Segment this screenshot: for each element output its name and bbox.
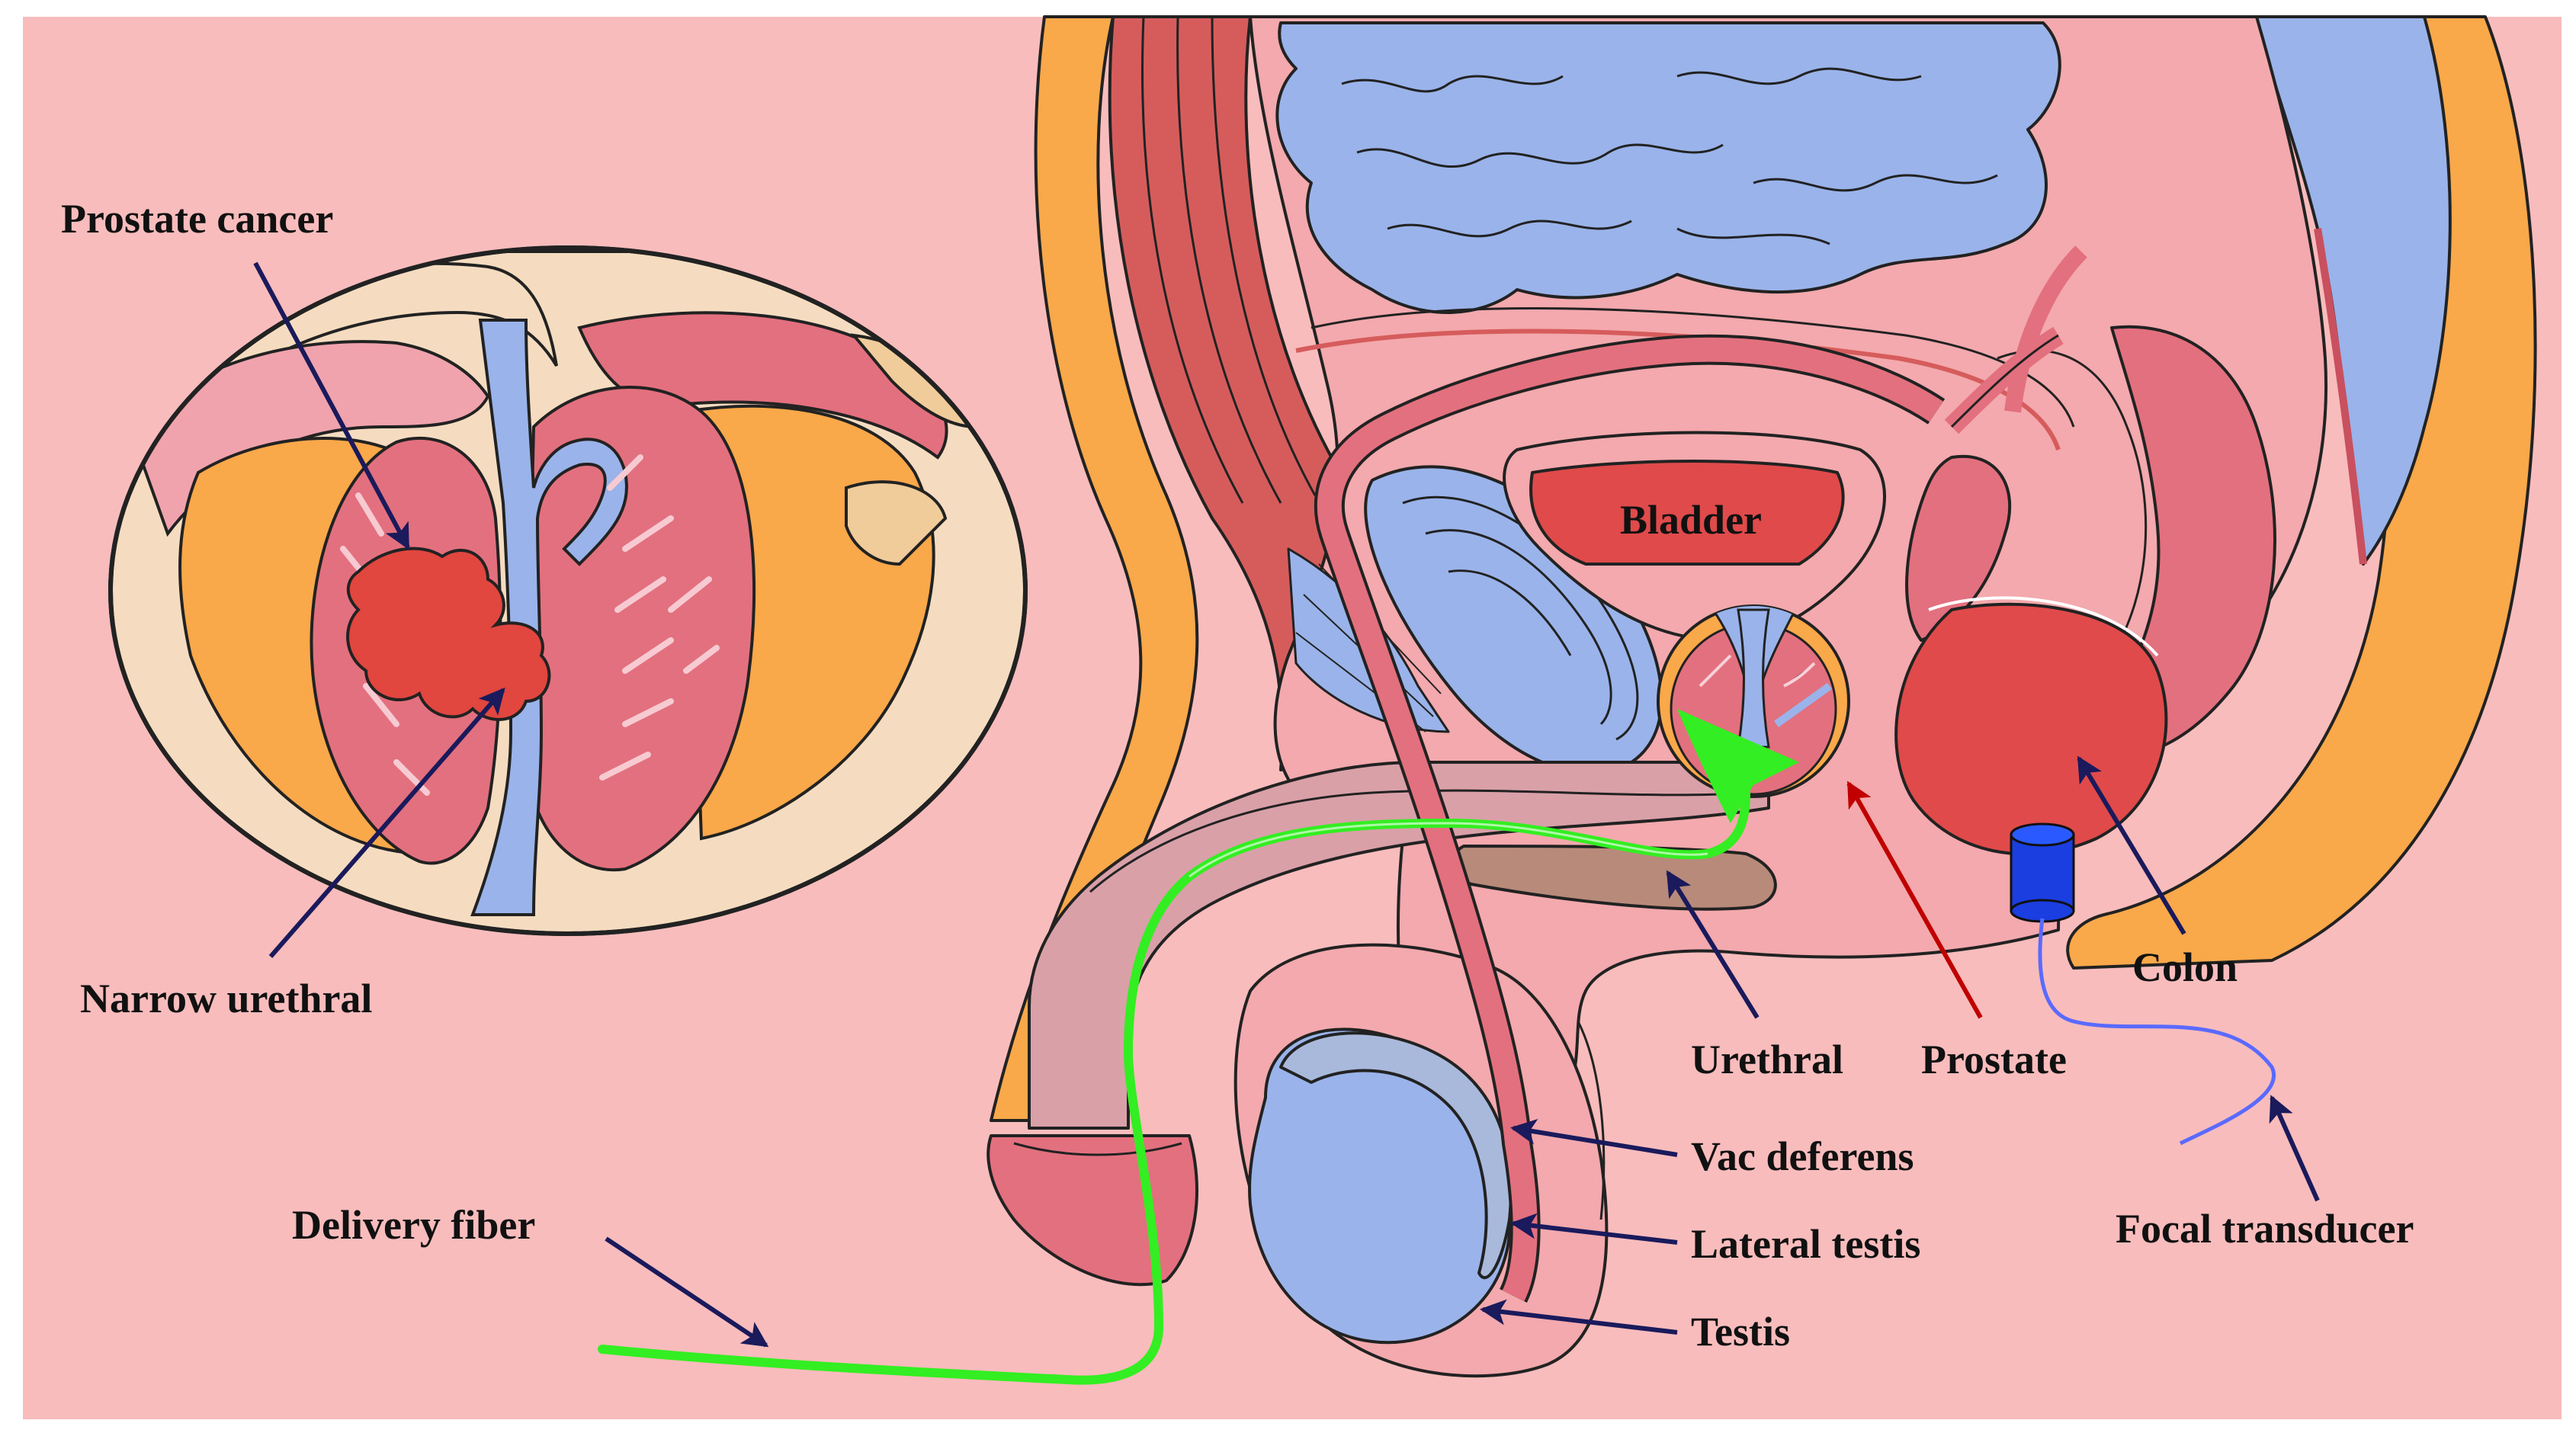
arrow-narrow-urethral <box>268 687 505 958</box>
prostate-detail <box>1657 604 1850 823</box>
arrow-lateral-testis <box>1510 1213 1678 1245</box>
arrow-focal-transducer <box>2269 1095 2320 1202</box>
label-urethral: Urethral <box>1691 1037 1843 1082</box>
label-prostate: Prostate <box>1921 1037 2067 1082</box>
colon <box>1894 602 2168 856</box>
arrow-prostate-cancer <box>253 261 410 550</box>
label-lateral-testis: Lateral testis <box>1691 1221 1920 1267</box>
testis <box>1248 1027 1513 1345</box>
arrow-urethral <box>1666 870 1760 1019</box>
tumor <box>346 547 551 721</box>
label-bladder: Bladder <box>1620 497 1762 543</box>
epididymis <box>1279 1031 1513 1280</box>
annotation-arrows <box>253 261 2320 1348</box>
right-lobe <box>524 386 756 872</box>
intestines <box>1275 21 2061 314</box>
arrow-delivery-fiber <box>605 1236 769 1348</box>
cylinder-transducer-icon <box>2010 822 2075 923</box>
transducer-cable <box>2038 918 2276 1146</box>
arrow-vac-deferens <box>1510 1119 1678 1157</box>
label-colon: Colon <box>2132 944 2238 990</box>
labels: Prostate cancer Narrow urethral Delivery… <box>61 196 2414 1354</box>
label-delivery-fiber: Delivery fiber <box>292 1202 535 1248</box>
label-focal-transducer: Focal transducer <box>2116 1206 2414 1252</box>
arrow-prostate <box>1846 781 1983 1019</box>
label-vac-deferens: Vac deferens <box>1691 1133 1914 1179</box>
prostate-cross-section-inset <box>108 245 1028 936</box>
arrow-testis <box>1480 1299 1678 1335</box>
laser-beam-spot <box>1677 709 1799 823</box>
label-prostate-cancer: Prostate cancer <box>61 196 333 242</box>
label-testis: Testis <box>1691 1309 1790 1354</box>
label-narrow-urethral: Narrow urethral <box>80 976 372 1021</box>
arrow-colon <box>2077 755 2186 935</box>
